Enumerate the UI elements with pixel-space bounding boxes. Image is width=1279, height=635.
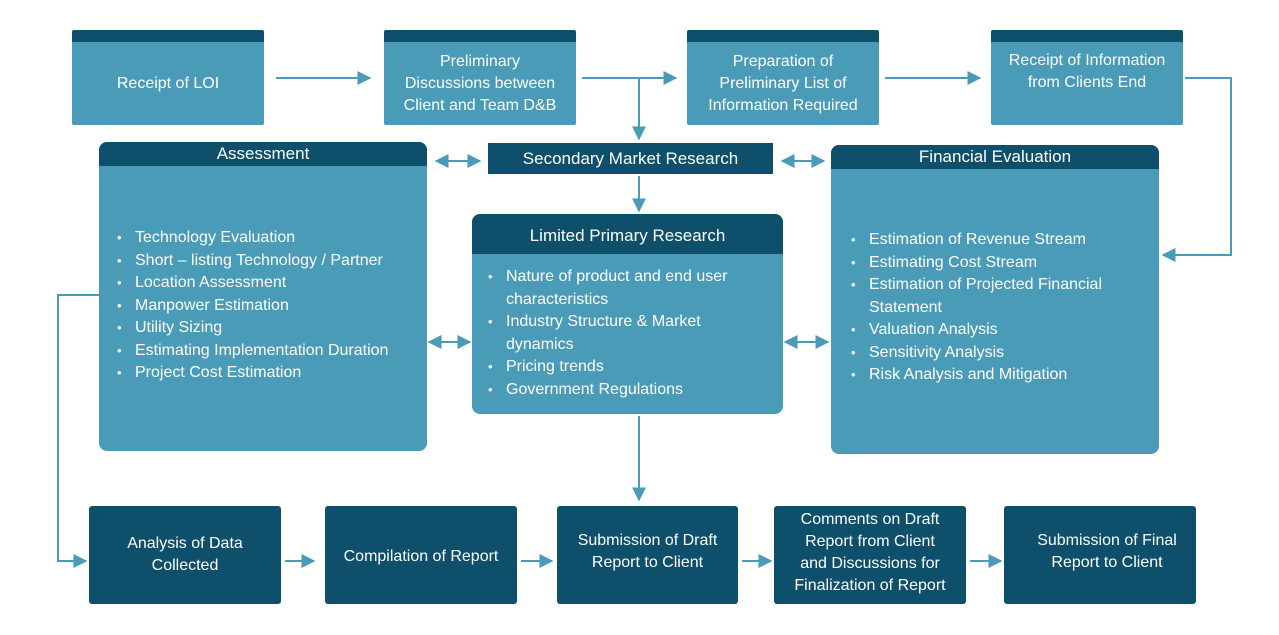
receipt-information-line-1: Receipt of Information — [1008, 52, 1166, 69]
assessment-item: Manpower Estimation — [113, 295, 423, 318]
secondary-market-research-box: Secondary Market Research — [488, 143, 773, 174]
preliminary-discussions-line-3: Client and Team D&B — [403, 96, 557, 114]
financial-evaluation-title: Financial Evaluation — [831, 145, 1159, 169]
financial-item: Valuation Analysis — [847, 319, 1147, 342]
limited-primary-research-list: Nature of product and end user character… — [484, 266, 764, 401]
financial-evaluation-list: Estimation of Revenue Stream Estimating … — [847, 229, 1147, 387]
arrow-assessment-to-analysis — [57, 294, 99, 568]
submission-final-line-2: Report to Client — [1051, 554, 1163, 571]
submission-draft-line-1: Submission of Draft — [577, 532, 718, 549]
assessment-item: Estimating Implementation Duration — [113, 340, 423, 363]
financial-evaluation-panel: Financial Evaluation Estimation of Reven… — [831, 145, 1159, 454]
compilation-box: Compilation of Report — [325, 506, 517, 604]
primary-research-item: Government Regulations — [484, 379, 764, 402]
comments-line-1: Comments on Draft — [800, 511, 940, 528]
assessment-panel: Assessment Technology Evaluation Short –… — [99, 142, 427, 451]
comments-line-3: and Discussions for — [800, 555, 940, 572]
primary-research-item: Nature of product and end user character… — [484, 266, 764, 311]
submission-final-line-1: Submission of Final — [1037, 532, 1177, 549]
receipt-information-line-2: from Clients End — [1027, 74, 1147, 91]
limited-primary-research-panel: Limited Primary Research Nature of produ… — [472, 214, 783, 414]
secondary-market-research-label: Secondary Market Research — [522, 149, 739, 168]
analysis-box: Analysis of Data Collected — [89, 506, 281, 604]
submission-draft-box: Submission of Draft Report to Client — [557, 506, 738, 604]
preliminary-discussions-box: Preliminary Discussions between Client a… — [384, 30, 576, 125]
primary-research-item: Pricing trends — [484, 356, 764, 379]
preparation-list-line-3: Information Required — [708, 96, 858, 114]
limited-primary-research-title: Limited Primary Research — [472, 214, 783, 254]
assessment-item: Technology Evaluation — [113, 227, 423, 250]
receipt-loi-label: Receipt of LOI — [116, 74, 220, 92]
assessment-list: Technology Evaluation Short – listing Te… — [113, 227, 423, 385]
assessment-title: Assessment — [99, 142, 427, 166]
compilation-label: Compilation of Report — [343, 548, 499, 565]
assessment-item: Location Assessment — [113, 272, 423, 295]
preparation-list-box: Preparation of Preliminary List of Infor… — [687, 30, 879, 125]
receipt-loi-box: Receipt of LOI — [72, 30, 264, 125]
comments-line-2: Report from Client — [805, 533, 935, 550]
preparation-list-line-2: Preliminary List of — [719, 74, 847, 92]
analysis-line-1: Analysis of Data — [127, 535, 243, 552]
receipt-information-box: Receipt of Information from Clients End — [991, 30, 1183, 125]
financial-item: Sensitivity Analysis — [847, 342, 1147, 365]
financial-item: Risk Analysis and Mitigation — [847, 364, 1147, 387]
primary-research-item: Industry Structure & Market dynamics — [484, 311, 764, 356]
preliminary-discussions-line-2: Discussions between — [404, 74, 556, 92]
financial-item: Estimating Cost Stream — [847, 252, 1147, 275]
financial-item: Estimation of Revenue Stream — [847, 229, 1147, 252]
financial-item: Estimation of Projected Financial Statem… — [847, 274, 1147, 319]
analysis-line-2: Collected — [151, 557, 219, 574]
assessment-item: Utility Sizing — [113, 317, 423, 340]
preparation-list-line-1: Preparation of — [732, 52, 834, 70]
submission-final-box: Submission of Final Report to Client — [1004, 506, 1196, 604]
assessment-item: Project Cost Estimation — [113, 362, 423, 385]
assessment-item: Short – listing Technology / Partner — [113, 250, 423, 273]
submission-draft-line-2: Report to Client — [591, 554, 704, 571]
comments-line-4: Finalization of Report — [794, 577, 946, 594]
arrow-receipt-to-financial — [1161, 77, 1232, 262]
comments-box: Comments on Draft Report from Client and… — [774, 506, 966, 604]
preliminary-discussions-line-1: Preliminary — [439, 52, 520, 70]
